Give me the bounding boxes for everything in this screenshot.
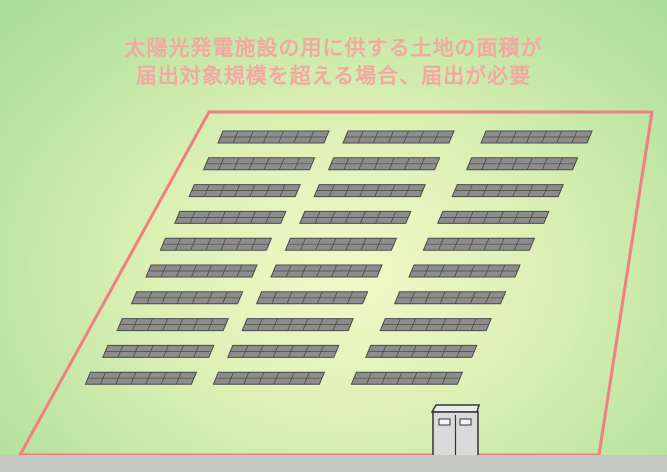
bottom-ground-band (0, 455, 667, 472)
solar-panel (188, 184, 301, 198)
solar-panel (379, 318, 492, 332)
notice-caption: 太陽光発電施設の用に供する土地の面積が 届出対象規模を超える場合、届出が必要 (0, 34, 667, 90)
solar-panel (202, 157, 316, 171)
solar-panel-array (84, 130, 593, 385)
solar-panel (299, 210, 412, 224)
cabinet-right-door-vent (459, 418, 472, 426)
solar-panel (437, 210, 550, 224)
caption-line-1: 太陽光発電施設の用に供する土地の面積が (124, 36, 543, 60)
solar-panel (217, 130, 330, 144)
cabinet-left-door-vent (438, 418, 451, 426)
cabinet-roof (430, 404, 480, 413)
caption-line-2: 届出対象規模を超える場合、届出が必要 (135, 64, 532, 88)
solar-panel (255, 291, 369, 305)
solar-panel (159, 237, 273, 251)
power-conditioner-cabinet (430, 404, 480, 458)
solar-panel (102, 344, 215, 358)
solar-panel (327, 157, 441, 171)
solar-panel (130, 291, 244, 305)
solar-panel (212, 371, 326, 385)
solar-panel (408, 264, 521, 278)
solar-panel (465, 157, 579, 171)
solar-panel (350, 371, 464, 385)
solar-panel (365, 344, 478, 358)
solar-panel (313, 184, 426, 198)
solar-panel (84, 371, 198, 385)
solar-panel (116, 318, 229, 332)
solar-panel (393, 291, 507, 305)
solar-panel (241, 318, 354, 332)
solar-panel (422, 237, 536, 251)
solar-panel (480, 130, 593, 144)
solar-panel (284, 237, 398, 251)
solar-panel (174, 210, 287, 224)
solar-panel (342, 130, 455, 144)
solar-panel (270, 264, 383, 278)
solar-panel (145, 264, 258, 278)
solar-panel (227, 344, 340, 358)
solar-panel (451, 184, 564, 198)
